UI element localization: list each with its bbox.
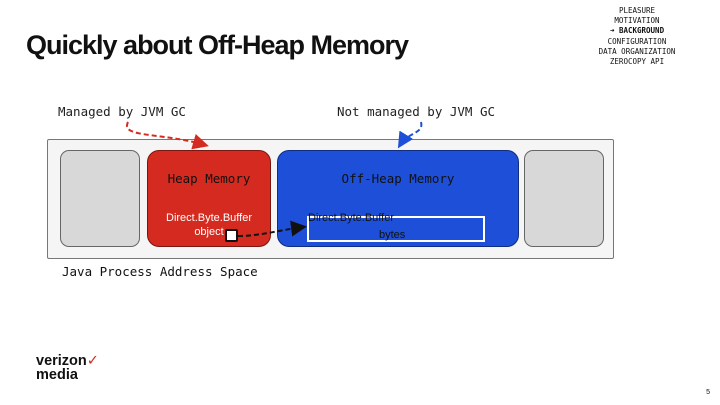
agenda-item-4: Data Organization bbox=[598, 46, 676, 56]
direct-byte-buffer-bytes-line1: Direct.Byte.Buffer bbox=[308, 212, 394, 224]
managed-label: Managed by JVM GC bbox=[58, 104, 186, 119]
direct-byte-buffer-bytes-box bbox=[307, 216, 485, 242]
logo-word-verizon: verizon bbox=[36, 353, 87, 369]
buffer-pointer-square bbox=[225, 229, 238, 242]
heap-memory-block: Heap Memory Direct.Byte.Buffer object bbox=[147, 150, 271, 247]
logo-check-icon: ✓ bbox=[86, 353, 99, 369]
agenda-item-2: ➜ Background bbox=[582, 26, 692, 36]
logo-word-media: media bbox=[36, 367, 78, 383]
agenda-list: Pleasure Motivation ➜ Background Configu… bbox=[582, 6, 692, 67]
logo-line1: verizon✓ bbox=[36, 353, 99, 369]
direct-byte-buffer-bytes-line2: bytes bbox=[379, 229, 406, 241]
agenda-item-1: Motivation bbox=[614, 16, 660, 26]
slide-title: Quickly about Off-Heap Memory bbox=[26, 30, 409, 60]
off-heap-memory-title: Off-Heap Memory bbox=[341, 171, 455, 186]
verizon-media-logo: verizon✓ media bbox=[36, 353, 99, 383]
agenda-item-0: Pleasure bbox=[618, 6, 656, 15]
process-space-label: Java Process Address Space bbox=[62, 264, 258, 279]
agenda-item-2-label: Background bbox=[618, 26, 665, 36]
direct-byte-buffer-object-line1: Direct.Byte.Buffer bbox=[166, 212, 252, 224]
agenda-item-3: Configuration bbox=[607, 36, 667, 46]
agenda-current-marker: ➜ bbox=[609, 26, 615, 36]
other-memory-block-left bbox=[60, 150, 140, 247]
direct-byte-buffer-object: Direct.Byte.Buffer object bbox=[148, 211, 270, 239]
page-number: 5 bbox=[706, 389, 710, 396]
other-memory-block-right bbox=[524, 150, 604, 247]
agenda-item-5: ZeroCopy API bbox=[609, 57, 665, 67]
heap-memory-title: Heap Memory bbox=[167, 171, 251, 186]
direct-byte-buffer-object-line2: object bbox=[194, 226, 224, 238]
not-managed-label: Not managed by JVM GC bbox=[337, 104, 496, 119]
